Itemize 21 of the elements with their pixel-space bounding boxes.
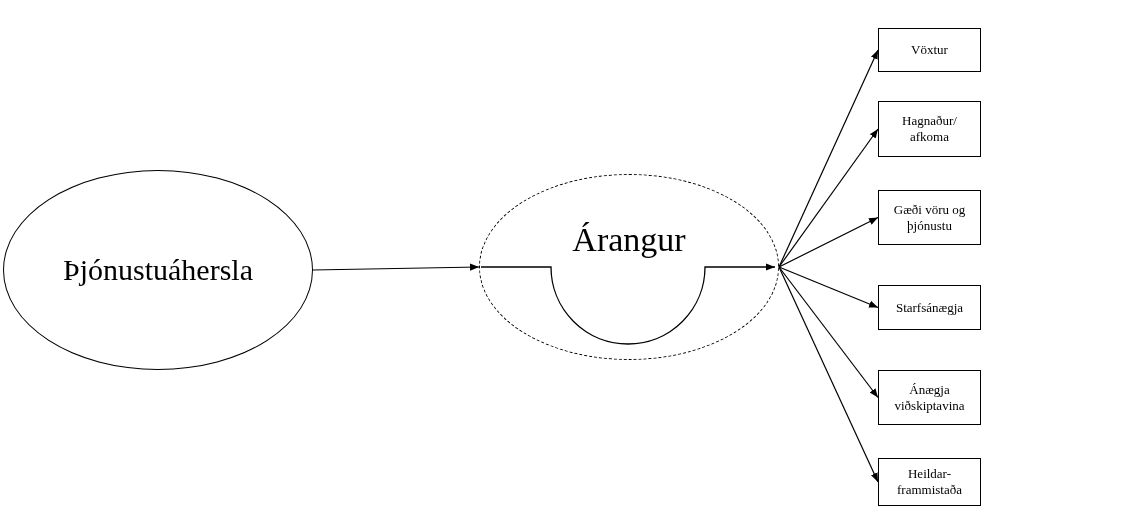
outcome-box — [878, 28, 981, 72]
outcome-box — [878, 458, 981, 506]
node-label: Hagnaður/ afkoma — [901, 113, 958, 145]
outcome-box — [878, 285, 981, 330]
arrow — [778, 266, 879, 399]
arrow — [778, 266, 879, 309]
node-label: Þjónustuáhersla — [63, 253, 253, 287]
node-label: Vöxtur — [911, 42, 948, 58]
node-label: Ánægja viðskiptavina — [893, 381, 966, 414]
arrow — [778, 49, 879, 268]
arrow — [778, 128, 879, 268]
node-label: Starfsánægja — [895, 299, 964, 316]
node-label: Árangur — [571, 221, 687, 259]
arrow — [778, 266, 879, 483]
arrow — [778, 216, 879, 268]
outcome-box — [878, 370, 981, 425]
arrow — [312, 263, 480, 271]
outcome-box — [878, 101, 981, 157]
outcome-box — [878, 190, 981, 245]
node-label: Heildar- frammistaða — [896, 466, 963, 498]
node-label: Gæði vöru og þjónustu — [892, 201, 967, 234]
